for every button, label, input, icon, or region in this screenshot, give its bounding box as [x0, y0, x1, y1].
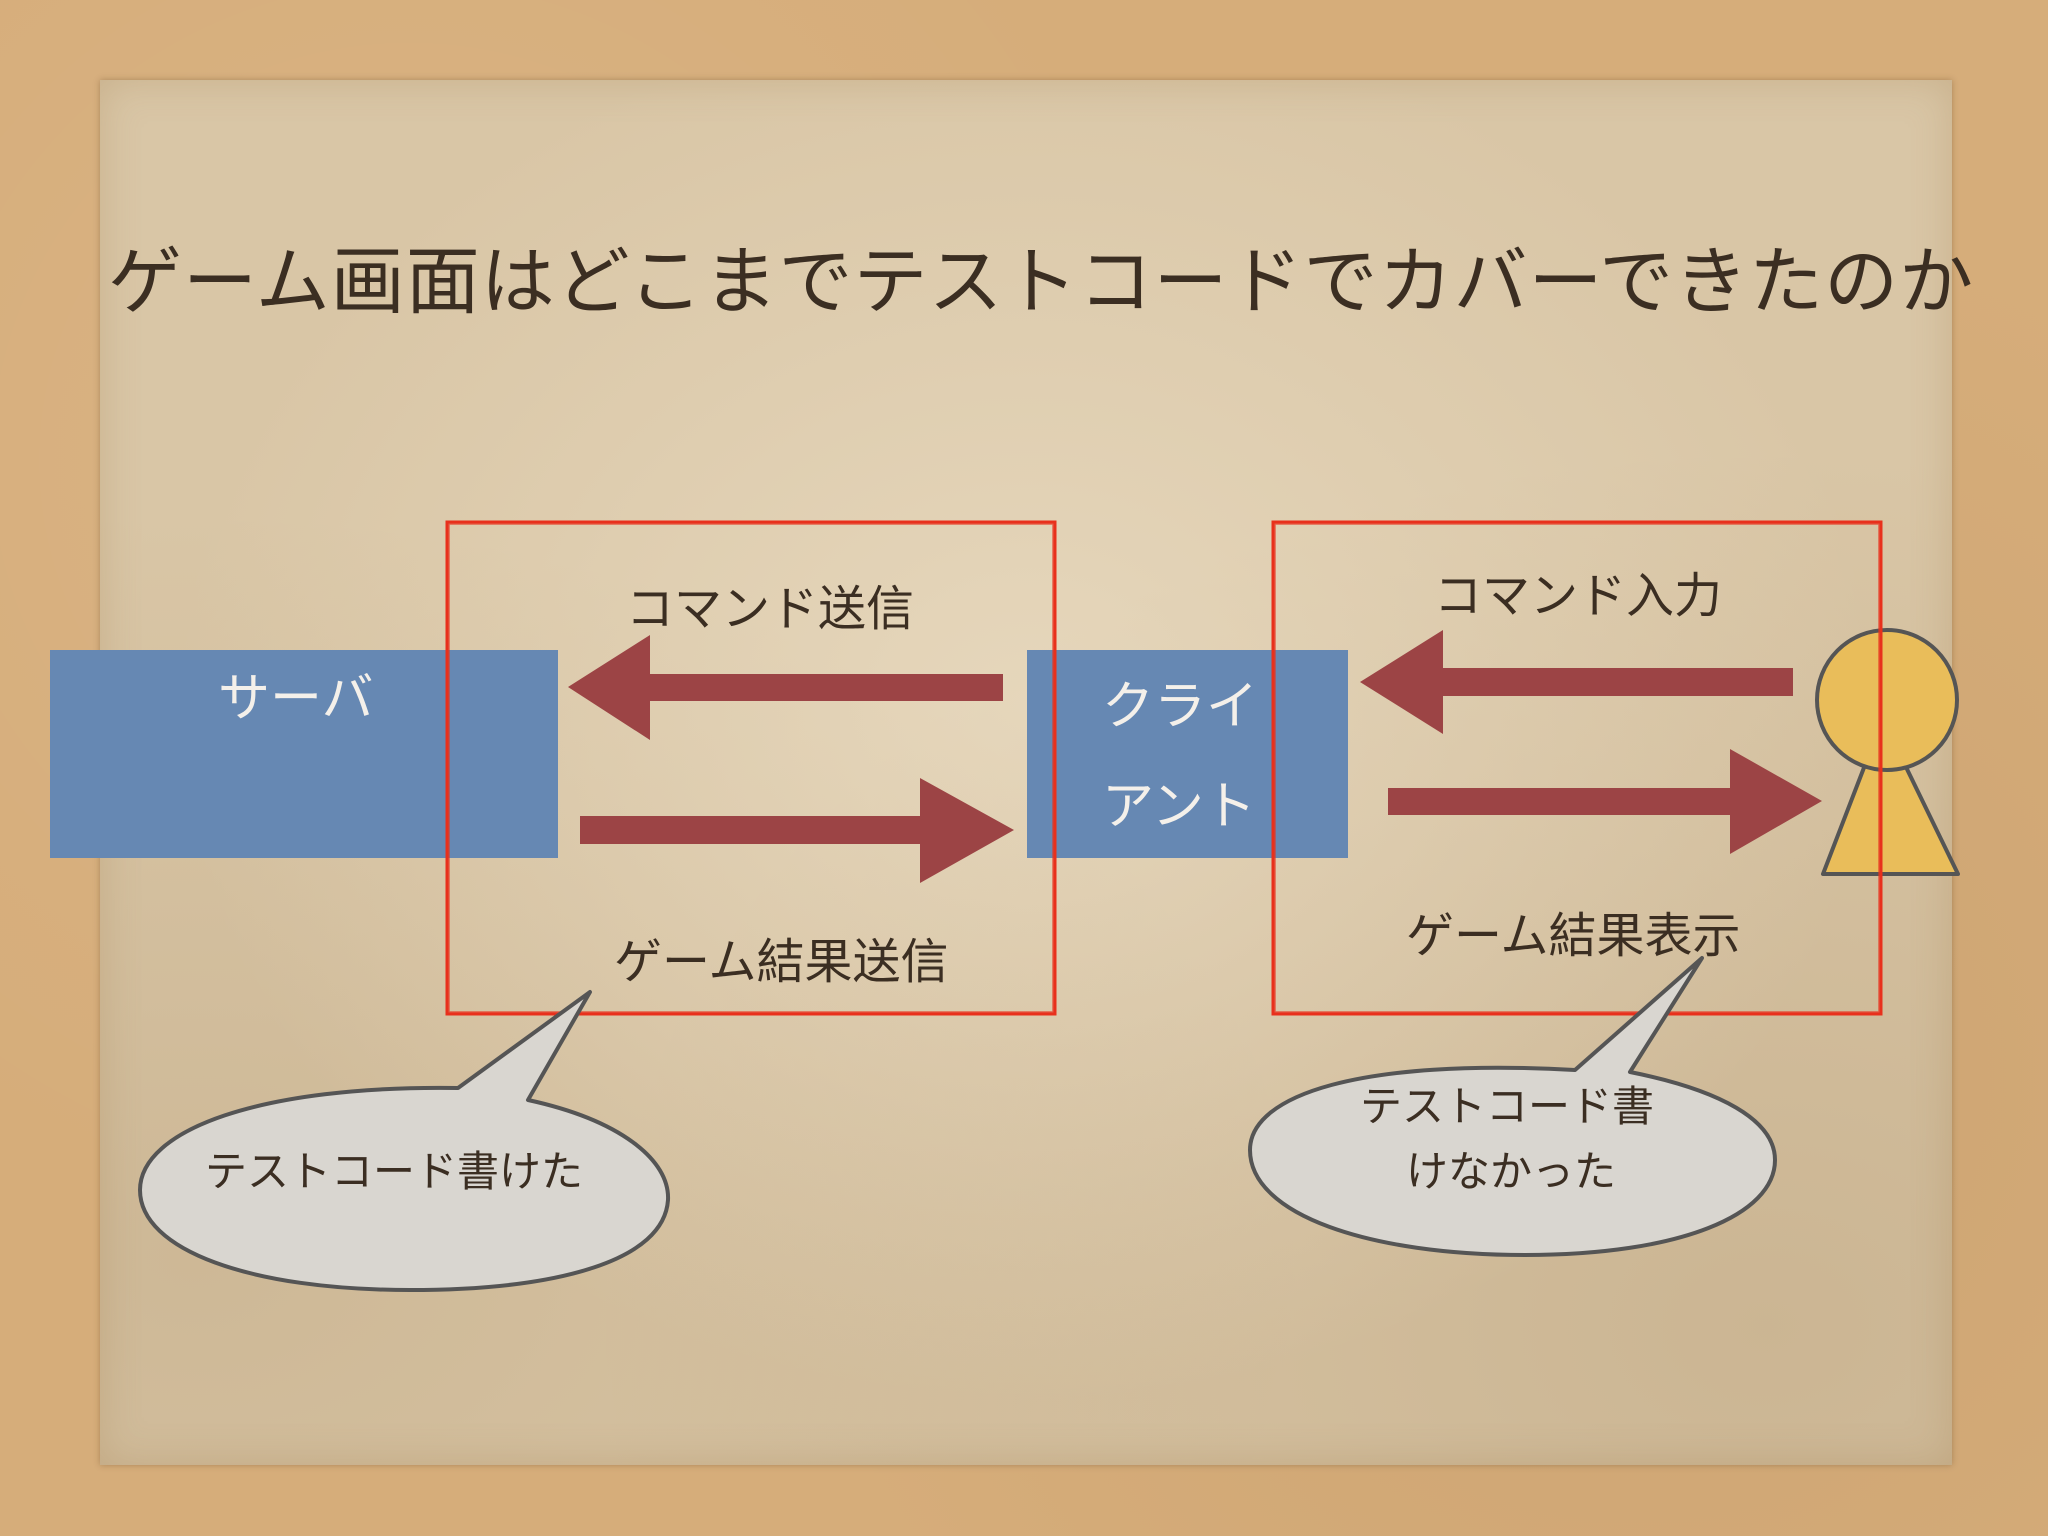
left-speech-bubble: [138, 990, 671, 1292]
command-send-arrow: [568, 635, 1003, 740]
server-label: サーバ: [218, 669, 374, 729]
result-send-arrow: [580, 778, 1014, 883]
left-bubble-text: テストコード書けた: [205, 1147, 584, 1196]
untested-area-frame: [1271, 520, 1883, 1016]
right-bubble-text-line1: テストコード書: [1360, 1082, 1655, 1131]
client-label-line1: クライ: [1102, 677, 1259, 737]
result-display-label: ゲーム結果表示: [1406, 908, 1741, 964]
tested-area-frame: [445, 520, 1057, 1016]
result-send-label: ゲーム結果送信: [614, 934, 949, 990]
user-figure-icon: [1815, 628, 1960, 876]
client-box: [1027, 650, 1348, 858]
slide-title: ゲーム画面はどこまでテストコードでカバーできたのか: [108, 239, 1975, 325]
command-send-label: コマンド送信: [626, 581, 915, 637]
command-input-arrow: [1360, 630, 1793, 734]
client-label-line2: アント: [1102, 777, 1256, 837]
right-bubble-text-line2: けなかった: [1406, 1147, 1617, 1196]
server-box: [50, 650, 558, 858]
result-display-arrow: [1388, 749, 1822, 854]
right-speech-bubble: [1248, 956, 1777, 1257]
command-input-label: コマンド入力: [1434, 568, 1723, 624]
